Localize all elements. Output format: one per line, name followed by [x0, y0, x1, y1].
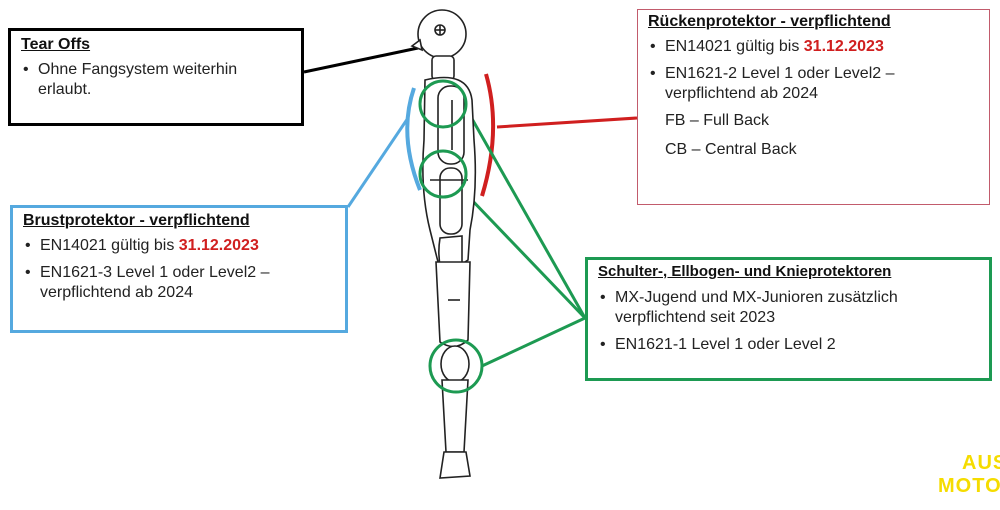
- shoulder-connector: [465, 109, 587, 319]
- back-protector-sub-fb: FB – Full Back: [665, 112, 770, 129]
- limb-protectors-box: Schulter-, Ellbogen- und Knieprotektoren…: [585, 257, 992, 381]
- elbow-highlight: [418, 149, 468, 199]
- limb-protectors-item-youth: MX-Jugend und MX-Junioren zusätzlich ver…: [598, 288, 979, 328]
- validity-date: 31.12.2023: [178, 237, 259, 254]
- knee-connector: [481, 316, 586, 368]
- back-protector-arc: [480, 73, 496, 197]
- neck: [431, 55, 455, 81]
- limb-protectors-title: Schulter-, Ellbogen- und Knieprotektoren: [598, 263, 892, 280]
- tear-offs-connector: [303, 46, 419, 74]
- foot: [439, 451, 471, 479]
- tear-offs-box: Tear Offs Ohne Fangsystem weiterhin erla…: [8, 28, 304, 126]
- back-protector-title: Rückenprotektor - verpflichtend: [648, 13, 891, 30]
- forearm: [439, 167, 463, 235]
- chest-protector-list: EN14021 gültig bis 31.12.2023 EN1621-3 L…: [23, 236, 335, 303]
- knee-highlight: [428, 338, 484, 394]
- tear-offs-title: Tear Offs: [21, 36, 91, 53]
- thigh: [435, 261, 471, 348]
- chest-protector-title: Brustprotektor - verpflichtend: [23, 212, 250, 229]
- limb-protectors-item-standard: EN1621-1 Level 1 oder Level 2: [598, 335, 979, 355]
- back-protector-connector: [496, 116, 638, 129]
- tear-offs-item: Ohne Fangsystem weiterhin erlaubt.: [21, 60, 291, 100]
- limb-protectors-list: MX-Jugend und MX-Junioren zusätzlich ver…: [598, 288, 979, 355]
- validity-prefix: EN14021 gültig bis: [665, 38, 804, 55]
- elbow-connector: [465, 193, 587, 320]
- back-protector-box: Rückenprotektor - verpflichtend EN14021 …: [637, 9, 990, 205]
- back-protector-list: EN14021 gültig bis 31.12.2023 EN1621-2 L…: [648, 37, 979, 160]
- back-protector-sub-cb: CB – Central Back: [665, 141, 797, 158]
- shoulder-highlight: [418, 79, 468, 129]
- chest-protector-connector: [346, 117, 410, 208]
- brand-logo-line1: AUS: [962, 452, 1000, 474]
- validity-prefix: EN14021 gültig bis: [40, 237, 179, 254]
- back-protector-item-validity: EN14021 gültig bis 31.12.2023: [648, 37, 979, 57]
- chest-protector-box: Brustprotektor - verpflichtend EN14021 g…: [10, 205, 348, 333]
- knee: [440, 345, 470, 383]
- brand-logo-line2: MOTO: [938, 475, 1000, 497]
- back-protector-item-standard: EN1621-2 Level 1 oder Level2 – verpflich…: [648, 64, 979, 104]
- validity-date: 31.12.2023: [803, 38, 884, 55]
- chest-protector-arc: [405, 87, 422, 191]
- chest-protector-item-standard: EN1621-3 Level 1 oder Level2 – verpflich…: [23, 263, 335, 303]
- chest-protector-item-validity: EN14021 gültig bis 31.12.2023: [23, 236, 335, 256]
- tear-offs-list: Ohne Fangsystem weiterhin erlaubt.: [21, 60, 291, 100]
- body-figure: [410, 9, 477, 479]
